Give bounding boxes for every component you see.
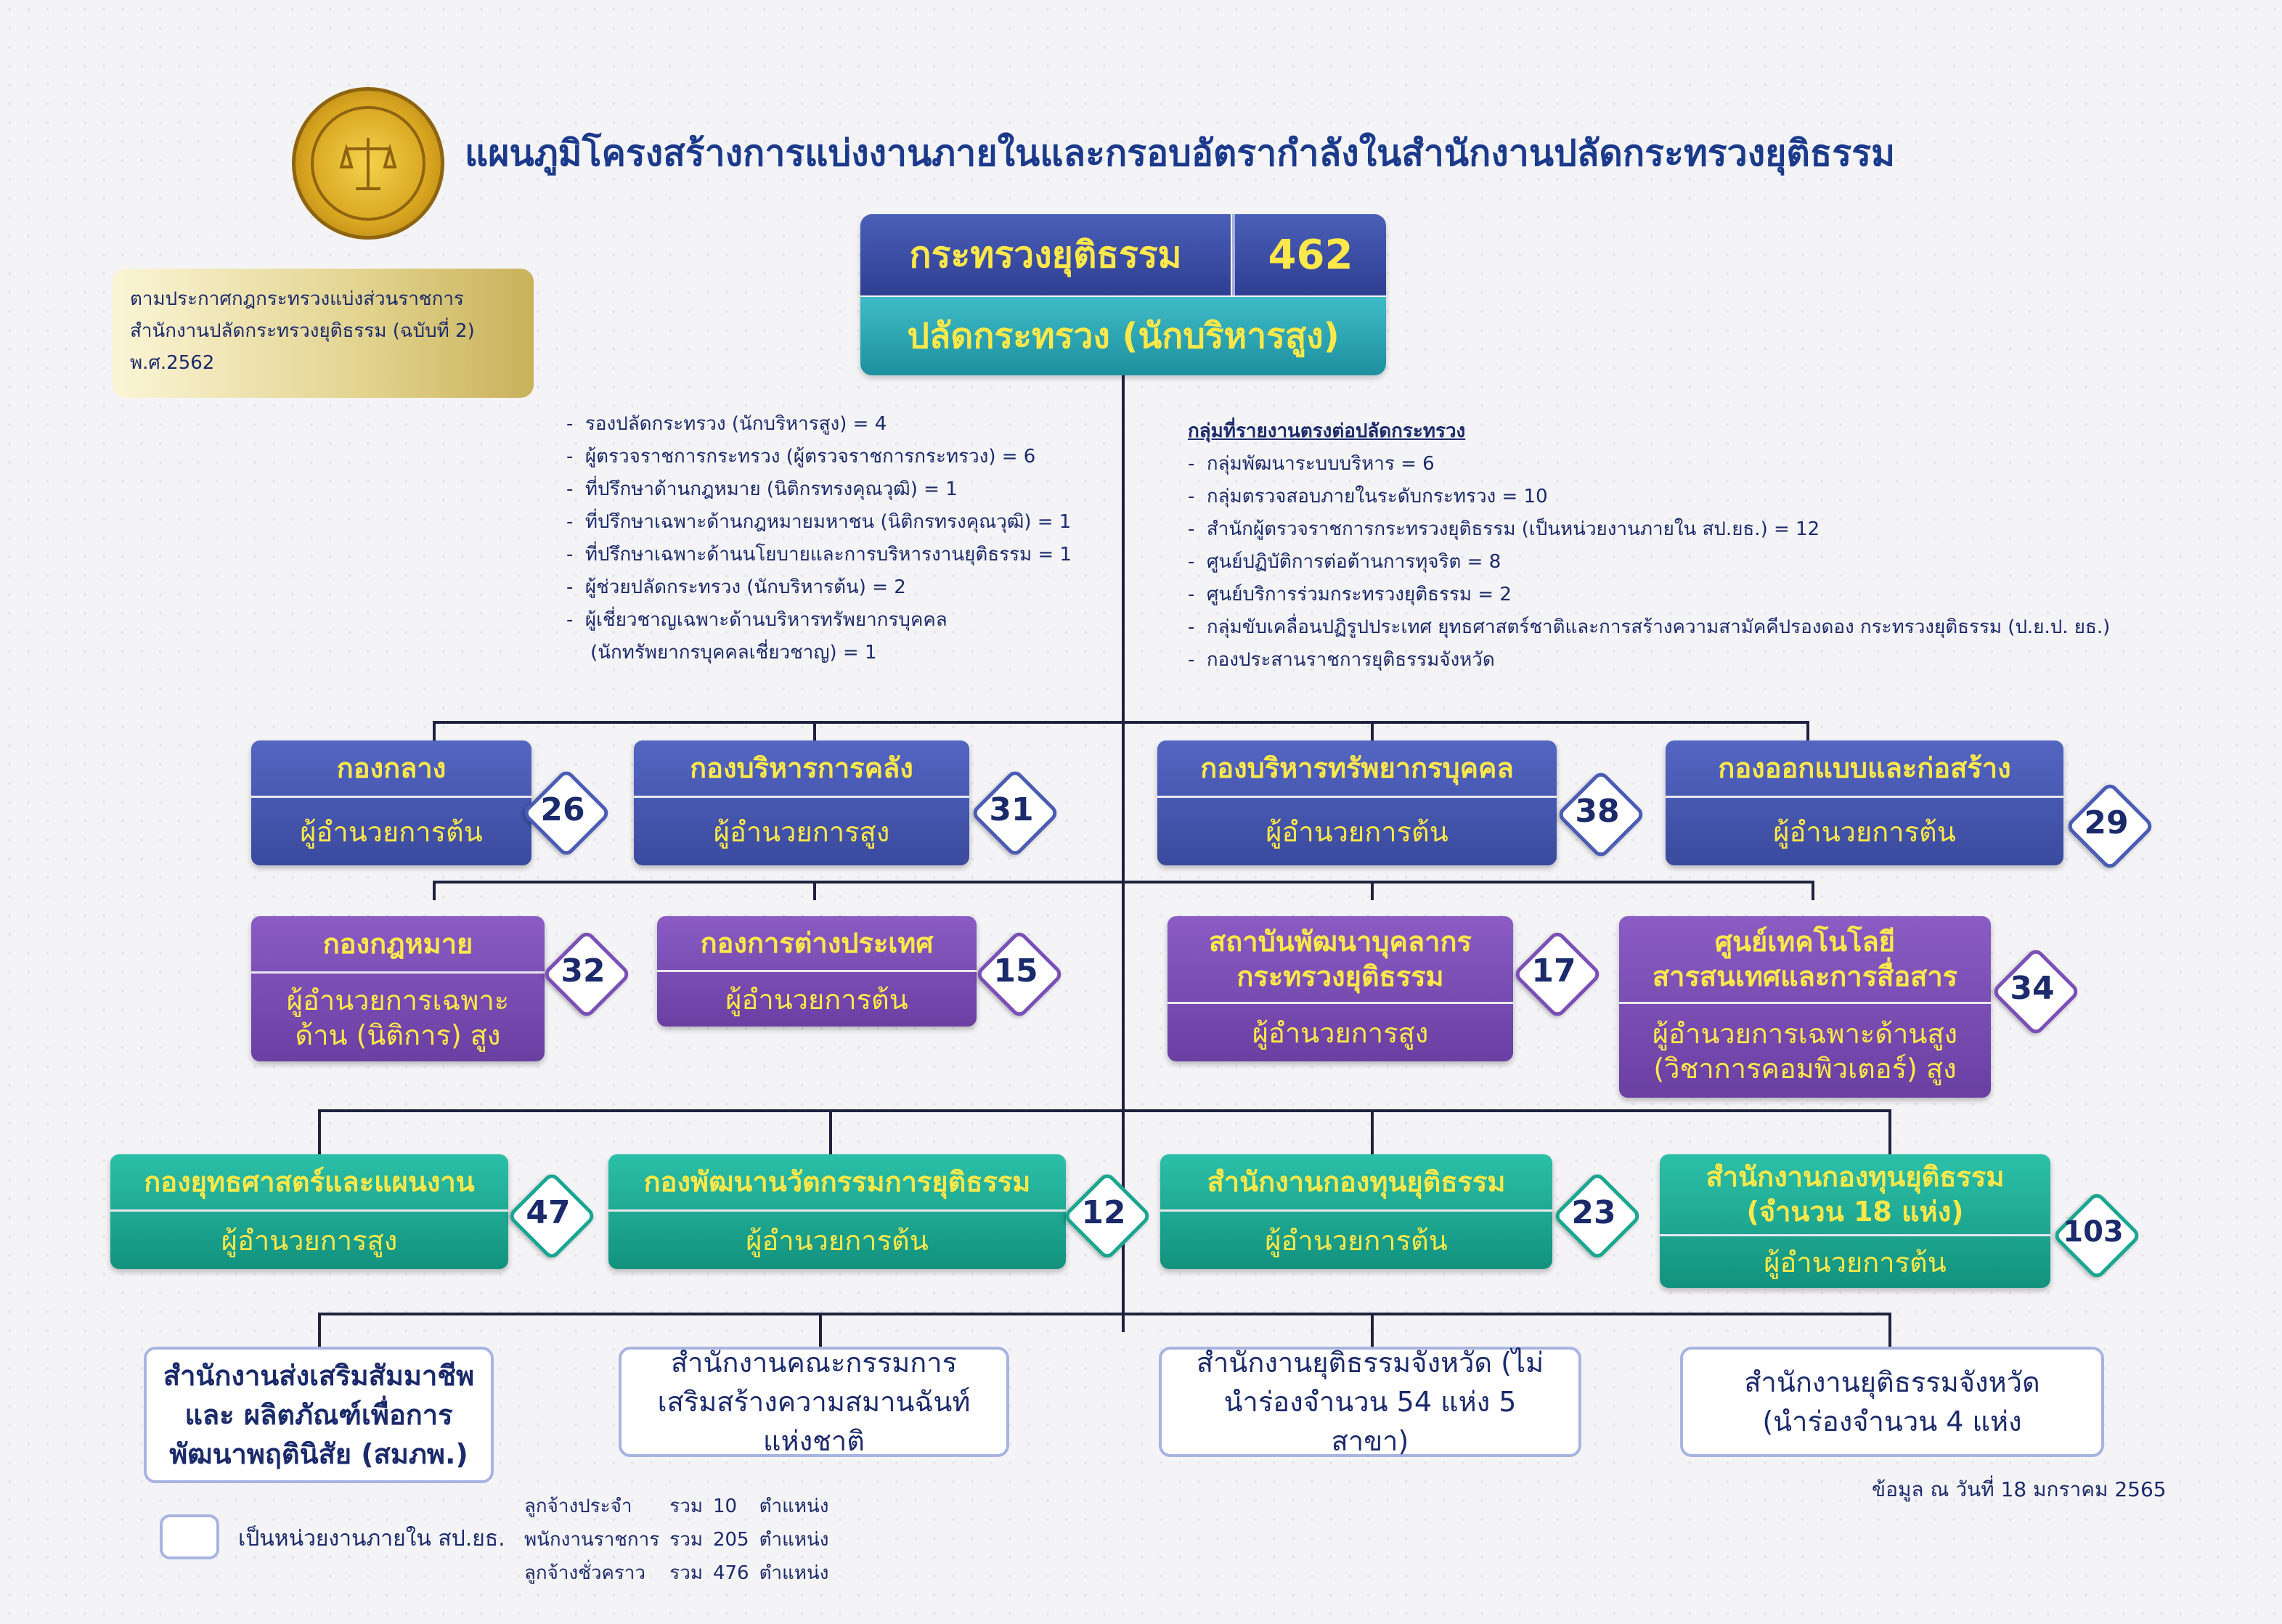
legend-label: เป็นหน่วยงานภายใน สป.ยธ. [238, 1526, 505, 1551]
unit-position: ผู้อำนวยการเฉพาะด้านสูง (วิชาการคอมพิวเต… [1652, 1017, 1958, 1085]
unit-box: สำนักงานกองทุนยุติธรรม ผู้อำนวยการต้น [1160, 1154, 1552, 1269]
ministry-head-box: กระทรวงยุติธรรม 462 ปลัดกระทรวง (นักบริห… [860, 214, 1386, 375]
unit-name: สำนักงานกองทุนยุติธรรม (จำนวน 18 แห่ง) [1660, 1154, 2050, 1236]
list-item: - กลุ่มพัฒนาระบบบริหาร = 6 [1188, 453, 1435, 475]
unit-count-badge: 17 [1512, 929, 1603, 1020]
unit-box: กองยุทธศาสตร์และแผนงาน ผู้อำนวยการสูง [110, 1154, 508, 1269]
unit-box: ศูนย์เทคโนโลยี สารสนเทศและการสื่อสาร ผู้… [1619, 916, 1991, 1098]
unit-count-badge: 47 [506, 1170, 598, 1262]
page-title: แผนภูมิโครงสร้างการแบ่งงานภายในและกรอบอั… [465, 132, 1896, 174]
unit-name: กองกฎหมาย [251, 916, 545, 974]
ministry-seal-icon [292, 87, 444, 240]
unit-name: กองออกแบบและก่อสร้าง [1666, 740, 2063, 798]
direct-report-groups-list: กลุ่มที่รายงานตรงต่อปลัดกระทรวง - กลุ่มพ… [1188, 415, 2110, 677]
unit-position: ผู้อำนวยการต้น [725, 983, 908, 1016]
unit-position: ผู้อำนวยการต้น [1773, 815, 1956, 848]
list-item: - ที่ปรึกษาเฉพาะด้านกฎหมายมหาชน (นิติกรท… [566, 511, 1072, 533]
list-item: - ผู้ตรวจราชการกระทรวง (ผู้ตรวจราชการกระ… [566, 446, 1036, 468]
unit-name: สถาบันพัฒนาบุคลากร กระทรวงยุติธรรม [1168, 916, 1513, 1004]
unit-position: ผู้อำนวยการต้น [1266, 815, 1448, 848]
unit-box: กองบริหารการคลัง ผู้อำนวยการสูง [634, 740, 969, 865]
ministry-name: กระทรวงยุติธรรม [860, 214, 1231, 295]
unit-position: ผู้อำนวยการต้น [1764, 1246, 1947, 1278]
executive-positions-list: - รองปลัดกระทรวง (นักบริหารสูง) = 4 - ผู… [566, 408, 1072, 669]
unit-position: ผู้อำนวยการสูง [221, 1224, 398, 1257]
office-box: สำนักงานยุติธรรมจังหวัด (นำร่องจำนวน 4 แ… [1680, 1347, 2104, 1457]
unit-box: กองออกแบบและก่อสร้าง ผู้อำนวยการต้น [1666, 740, 2063, 865]
unit-box: สถาบันพัฒนาบุคลากร กระทรวงยุติธรรม ผู้อำ… [1168, 916, 1513, 1061]
unit-position: ผู้อำนวยการสูง [713, 815, 890, 848]
unit-box: กองกลาง ผู้อำนวยการต้น [251, 740, 531, 865]
list-item: - กลุ่มตรวจสอบภายในระดับกระทรวง = 10 [1188, 486, 1548, 507]
office-box: สำนักงานยุติธรรมจังหวัด (ไม่นำร่องจำนวน … [1159, 1347, 1581, 1457]
unit-count-badge: 26 [521, 767, 612, 859]
unit-name: สำนักงานกองทุนยุติธรรม [1160, 1154, 1552, 1212]
unit-count-badge: 15 [974, 929, 1065, 1020]
unit-count-badge: 31 [969, 767, 1061, 859]
list-item: (นักทรัพยากรบุคคลเชี่ยวชาญ) = 1 [590, 642, 877, 664]
unit-count-badge: 29 [2064, 780, 2156, 872]
unit-box: กองกฎหมาย ผู้อำนวยการเฉพาะด้าน (นิติการ)… [251, 916, 545, 1061]
decree-line: ตามประกาศกฎกระทรวงแบ่งส่วนราชการ [130, 288, 464, 310]
list-item: - ที่ปรึกษาด้านกฎหมาย (นิติกรทรงคุณวุฒิ)… [566, 478, 958, 500]
permanent-secretary-position: ปลัดกระทรวง (นักบริหารสูง) [860, 297, 1386, 375]
unit-count-badge: 38 [1555, 769, 1647, 860]
list-item: - รองปลัดกระทรวง (นักบริหารสูง) = 4 [566, 413, 887, 435]
unit-name: กองบริหารทรัพยากรบุคคล [1157, 740, 1557, 798]
unit-name: กองยุทธศาสตร์และแผนงาน [110, 1154, 508, 1212]
list-item: - ศูนย์บริการร่วมกระทรวงยุติธรรม = 2 [1188, 584, 1512, 605]
list-item: - ผู้ช่วยปลัดกระทรวง (นักบริหารต้น) = 2 [566, 576, 906, 598]
unit-name: กองบริหารการคลัง [634, 740, 969, 798]
decree-line: พ.ศ.2562 [130, 352, 215, 374]
unit-box: สำนักงานกองทุนยุติธรรม (จำนวน 18 แห่ง) ผ… [1660, 1154, 2050, 1288]
office-box: สำนักงานส่งเสริมสัมมาชีพและ ผลิตภัณฑ์เพื… [144, 1347, 494, 1483]
data-date-note: ข้อมูล ณ วันที่ 18 มกราคม 2565 [1872, 1477, 2167, 1501]
unit-count-badge: 32 [541, 929, 632, 1020]
unit-position: ผู้อำนวยการเฉพาะด้าน (นิติการ) สูง [286, 984, 510, 1051]
list-heading: กลุ่มที่รายงานตรงต่อปลัดกระทรวง [1188, 420, 1466, 442]
unit-box: กองบริหารทรัพยากรบุคคล ผู้อำนวยการต้น [1157, 740, 1557, 865]
ministry-total-count: 462 [1232, 214, 1386, 295]
unit-name: กองพัฒนานวัตกรรมการยุติธรรม [608, 1154, 1066, 1212]
unit-box: กองการต่างประเทศ ผู้อำนวยการต้น [657, 916, 977, 1027]
unit-count-badge: 103 [2051, 1190, 2143, 1281]
legend-swatch [160, 1514, 219, 1559]
unit-position: ผู้อำนวยการต้น [1265, 1224, 1448, 1257]
list-item: - ศูนย์ปฏิบัติการต่อต้านการทุจริต = 8 [1188, 551, 1501, 573]
decree-line: สำนักงานปลัดกระทรวงยุติธรรม (ฉบับที่ 2) [130, 320, 475, 342]
unit-name: กองกลาง [251, 740, 531, 798]
scales-icon [339, 138, 397, 190]
list-item: - กลุ่มขับเคลื่อนปฏิรูปประเทศ ยุทธศาสตร์… [1188, 616, 2111, 638]
unit-name: กองการต่างประเทศ [657, 916, 977, 972]
unit-count-badge: 12 [1061, 1170, 1153, 1262]
unit-count-badge: 34 [1990, 946, 2082, 1037]
list-item: - ผู้เชี่ยวชาญเฉพาะด้านบริหารทรัพยากรบุค… [566, 609, 948, 631]
list-item: - กองประสานราชการยุติธรรมจังหวัด [1188, 649, 1495, 671]
unit-box: กองพัฒนานวัตกรรมการยุติธรรม ผู้อำนวยการต… [608, 1154, 1066, 1269]
decree-note: ตามประกาศกฎกระทรวงแบ่งส่วนราชการ สำนักงา… [113, 269, 534, 398]
list-item: - ที่ปรึกษาเฉพาะด้านนโยบายและการบริหารงา… [566, 544, 1072, 566]
office-box: สำนักงานคณะกรรมการ เสริมสร้างความสมานฉัน… [619, 1347, 1009, 1457]
unit-name: ศูนย์เทคโนโลยี สารสนเทศและการสื่อสาร [1619, 916, 1991, 1004]
unit-position: ผู้อำนวยการต้น [300, 815, 483, 848]
unit-count-badge: 23 [1552, 1170, 1643, 1262]
list-item: - สำนักผู้ตรวจราชการกระทรวงยุติธรรม (เป็… [1188, 518, 1820, 540]
seal-inner-ring [311, 106, 425, 221]
unit-position: ผู้อำนวยการต้น [746, 1224, 929, 1257]
unit-position: ผู้อำนวยการสูง [1252, 1016, 1429, 1049]
